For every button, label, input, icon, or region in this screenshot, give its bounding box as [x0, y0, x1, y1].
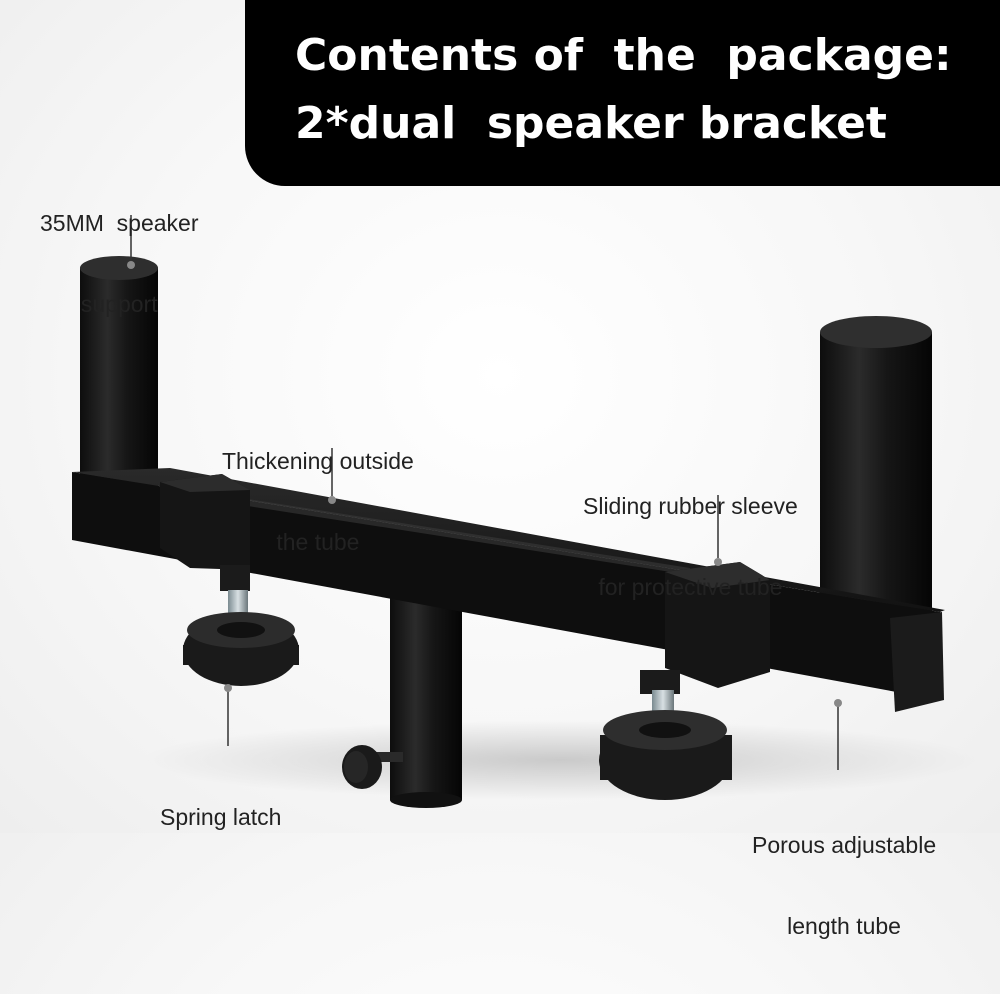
label-porous-tube-line-1: Porous adjustable: [752, 832, 937, 858]
callout-speaker-support: [127, 215, 135, 269]
label-sliding-sleeve: Sliding rubber sleeve for protective tub…: [583, 439, 798, 655]
banner-title-line-2: 2*dual speaker bracket: [295, 98, 887, 149]
label-sliding-sleeve-line-2: for protective tube: [598, 574, 783, 600]
left-spring-latch: [183, 565, 299, 686]
callout-sliding-sleeve: [714, 495, 722, 566]
label-porous-tube: Porous adjustable length tube: [752, 778, 936, 994]
label-sliding-sleeve-line-1: Sliding rubber sleeve: [583, 493, 798, 519]
center-mount-tube: [390, 590, 462, 808]
right-rubber-sleeve: [665, 562, 770, 688]
product-photo: Contents of the package: 2*dual speaker …: [40, 0, 1000, 939]
callout-thickening: [328, 448, 336, 504]
left-speaker-post: [80, 256, 158, 488]
left-rubber-sleeve: [160, 474, 250, 570]
right-spring-latch: [599, 670, 732, 800]
label-spring-latch-line-1: Spring latch: [160, 804, 282, 830]
callout-porous-tube: [834, 699, 842, 770]
label-speaker-support: 35MM speaker support: [40, 156, 199, 372]
label-speaker-support-line-2: support: [80, 291, 158, 317]
label-thickening-line-1: Thickening outside: [222, 448, 414, 474]
center-thumb-screw: [342, 745, 403, 789]
speaker-bracket-illustration: [72, 215, 980, 808]
callout-spring-latch: [224, 684, 232, 746]
label-speaker-support-line-1: 35MM speaker: [40, 210, 199, 236]
label-porous-tube-line-2: length tube: [787, 913, 901, 939]
banner-title-line-1: Contents of the package:: [295, 30, 952, 81]
label-spring-latch: Spring latch: [160, 750, 281, 885]
label-thickening-line-2: the tube: [276, 529, 360, 555]
right-speaker-post: [820, 316, 932, 622]
label-thickening: Thickening outside the tube: [222, 394, 414, 610]
title-banner: Contents of the package: 2*dual speaker …: [245, 0, 1000, 186]
right-end-cap: [890, 612, 944, 712]
